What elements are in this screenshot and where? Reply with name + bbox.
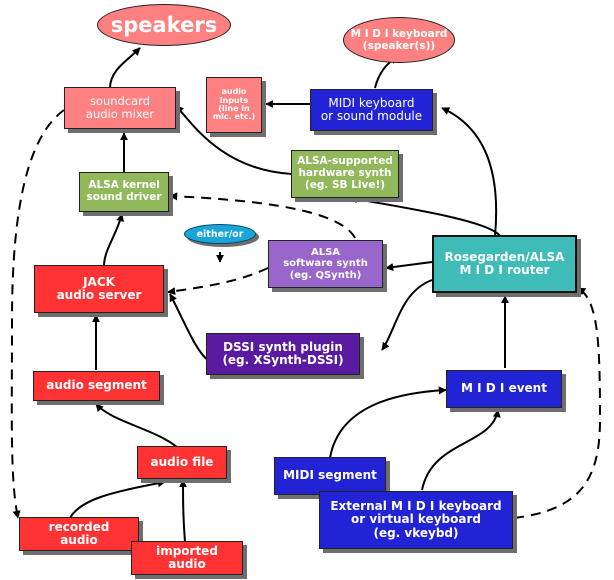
audio-file-node: audio file (137, 446, 227, 479)
recorded-audio-node: recorded audio (19, 517, 139, 551)
edge-mixer-to-speakers (109, 47, 141, 89)
speakers-node: speakers (97, 4, 231, 46)
edge-mixer-to-recorded (10, 109, 65, 519)
imported-audio-node: imported audio (131, 541, 243, 575)
edge-midisegment-to-midievent (329, 386, 447, 459)
jack-audio-server-node: JACK audio server (34, 265, 164, 313)
midi-event-node: M I D I event (446, 370, 562, 408)
edge-router-to-dssi (381, 279, 433, 351)
rosegarden-midi-router-node: Rosegarden/ALSA M I D I router (432, 235, 577, 293)
speakers-label: speakers (110, 13, 218, 37)
edge-hwsynth-to-mixer (175, 105, 293, 175)
external-midi-keyboard-node: External M I D I keyboard or virtual key… (319, 491, 513, 549)
dssi-synth-plugin-node: DSSI synth plugin (eg. XSynth-DSSI) (206, 333, 360, 375)
recorded-audio-label: recorded audio (48, 519, 110, 547)
midi-segment-node: MIDI segment (274, 457, 386, 495)
audio-inputs-node: audio inputs (line in mic. etc.) (206, 77, 262, 133)
soundcard-audio-mixer-label: soundcard audio mixer (85, 94, 155, 121)
midi-segment-label: MIDI segment (283, 468, 377, 483)
edge-imported-to-audiofile (179, 479, 188, 543)
either-or-badge: either/or (184, 224, 256, 244)
edge-dssi-to-jack (169, 293, 211, 363)
alsa-kernel-driver-node: ALSA kernel sound driver (79, 172, 169, 212)
midi-keyboard-speakers-node: M I D I keyboard (speaker(s)) (343, 17, 455, 63)
dssi-synth-plugin-label: DSSI synth plugin (eg. XSynth-DSSI) (222, 339, 344, 367)
alsa-software-synth-label: ALSA software synth (eg. QSynth) (283, 247, 368, 281)
soundcard-audio-mixer-node: soundcard audio mixer (64, 87, 176, 129)
midi-keyboard-speakers-label: M I D I keyboard (speaker(s)) (350, 27, 448, 52)
edge-router-to-module (441, 107, 498, 237)
alsa-hardware-synth-label: ALSA-supported hardware synth (eg. SB Li… (297, 155, 393, 191)
imported-audio-label: imported audio (156, 543, 218, 571)
edge-recorded-to-audiofile (69, 479, 166, 519)
external-midi-keyboard-label: External M I D I keyboard or virtual key… (330, 498, 502, 540)
edge-external-to-midievent (421, 409, 501, 491)
alsa-hardware-synth-node: ALSA-supported hardware synth (eg. SB Li… (291, 150, 399, 198)
midi-event-label: M I D I event (461, 381, 547, 396)
edge-jack-to-kernel (103, 213, 124, 267)
audio-file-label: audio file (150, 454, 214, 469)
midi-keyboard-module-node: MIDI keyboard or sound module (310, 89, 433, 131)
edge-router-to-hwsynth (349, 195, 501, 237)
rosegarden-midi-router-label: Rosegarden/ALSA M I D I router (444, 249, 565, 277)
jack-audio-server-label: JACK audio server (56, 274, 142, 302)
audio-segment-node: audio segment (33, 371, 160, 401)
edge-external-to-router (513, 287, 602, 519)
audio-segment-label: audio segment (46, 378, 147, 393)
midi-keyboard-module-label: MIDI keyboard or sound module (320, 95, 423, 123)
either-or-label: either/or (196, 228, 244, 240)
edge-softsynth-to-jack (167, 267, 269, 296)
audio-inputs-label: audio inputs (line in mic. etc.) (212, 87, 256, 122)
alsa-kernel-driver-label: ALSA kernel sound driver (86, 179, 162, 203)
edge-audiofile-to-segment (95, 403, 179, 449)
edge-router-to-softsynth (385, 261, 433, 272)
edge-softsynth-to-kernel (169, 192, 356, 239)
alsa-software-synth-node: ALSA software synth (eg. QSynth) (268, 240, 383, 288)
